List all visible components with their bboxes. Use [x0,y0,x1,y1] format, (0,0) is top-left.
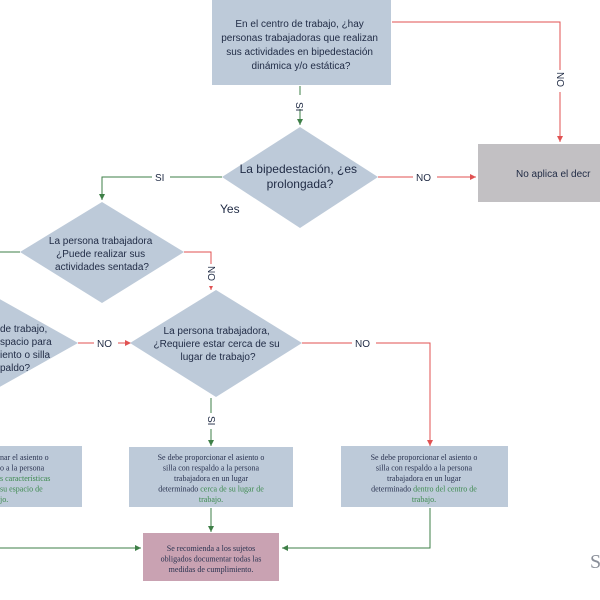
node-near-place-text: La persona trabajadora, ¿Requiere estar … [154,326,283,363]
node-seated-text: La persona trabajadora ¿Puede realizar s… [49,236,155,273]
edge-label-no-right: NO [554,72,565,87]
edge-top-to-not-applicable [392,21,563,142]
body-text: Se recomienda a los sujetos [167,544,255,553]
edge-near-to-box-right [302,342,433,446]
body-text: nar el asiento o [0,453,49,462]
body-text: Se debe proporcionar el asiento o [371,453,478,462]
highlight-text: trabajo. [412,495,436,504]
highlight-text: cerca de su lugar de [200,485,264,494]
node-box-right-text: Se debe proporcionar el asiento o silla c… [371,453,478,504]
body-text: trabajadora en un lugar [387,474,461,483]
body-text: Se debe proporcionar el asiento o [158,453,265,462]
annotation-corner-letter: S [590,551,600,573]
node-box-right [341,446,508,507]
annotation-yes: Yes [220,202,240,216]
node-prolonged-text: La bipedestación, ¿es prolongada? [240,162,361,191]
body-text: silla con respaldo a la persona [163,464,260,473]
body-text: determinado [158,485,200,494]
node-recommend-text: Se recomienda a los sujetos obligados doc… [161,544,262,574]
node-left-partial-text: de trabajo, spacio para iento o silla pa… [0,324,54,374]
edge-label-no-near: NO [355,339,370,350]
body-text: obligados documentar todas las [161,555,262,564]
edge-label-no-left: NO [97,339,112,350]
node-not-applicable-text: No aplica el decr [516,169,591,180]
edge-label-no-prolonged: NO [416,173,431,184]
node-recommend [143,533,279,581]
highlight-text: su espacio de [0,485,43,494]
body-text: determinado [371,485,413,494]
node-top-question [212,0,391,85]
body-text: medidas de cumplimiento. [169,565,254,574]
node-not-applicable [478,144,600,202]
highlight-text: trabajo. [199,495,223,504]
node-top-question-text: En el centro de trabajo, ¿hay personas t… [221,19,381,72]
node-box-left [0,446,82,507]
body-text: trabajadora en un lugar [174,474,248,483]
node-left-partial [0,299,78,387]
body-text: o a la persona [0,464,45,473]
edge-box-right-to-recommend [282,508,431,551]
node-box-middle [129,447,293,507]
node-near-place [130,290,302,397]
node-box-middle-text: Se debe proporcionar el asiento o silla c… [158,453,265,504]
edge-prolonged-to-seated [99,176,222,200]
highlight-text: s características [0,474,50,483]
edge-label-si-down: SI [293,102,304,111]
highlight-text: dentro del centro de [413,485,477,494]
edge-label-si-near: SI [205,416,216,425]
highlight-text: jo. [0,495,8,504]
node-seated [20,202,184,303]
body-text: silla con respaldo a la persona [376,464,473,473]
edge-label-si-left: SI [155,173,164,184]
node-prolonged [222,127,378,228]
edge-label-no-seated: NO [205,266,216,281]
